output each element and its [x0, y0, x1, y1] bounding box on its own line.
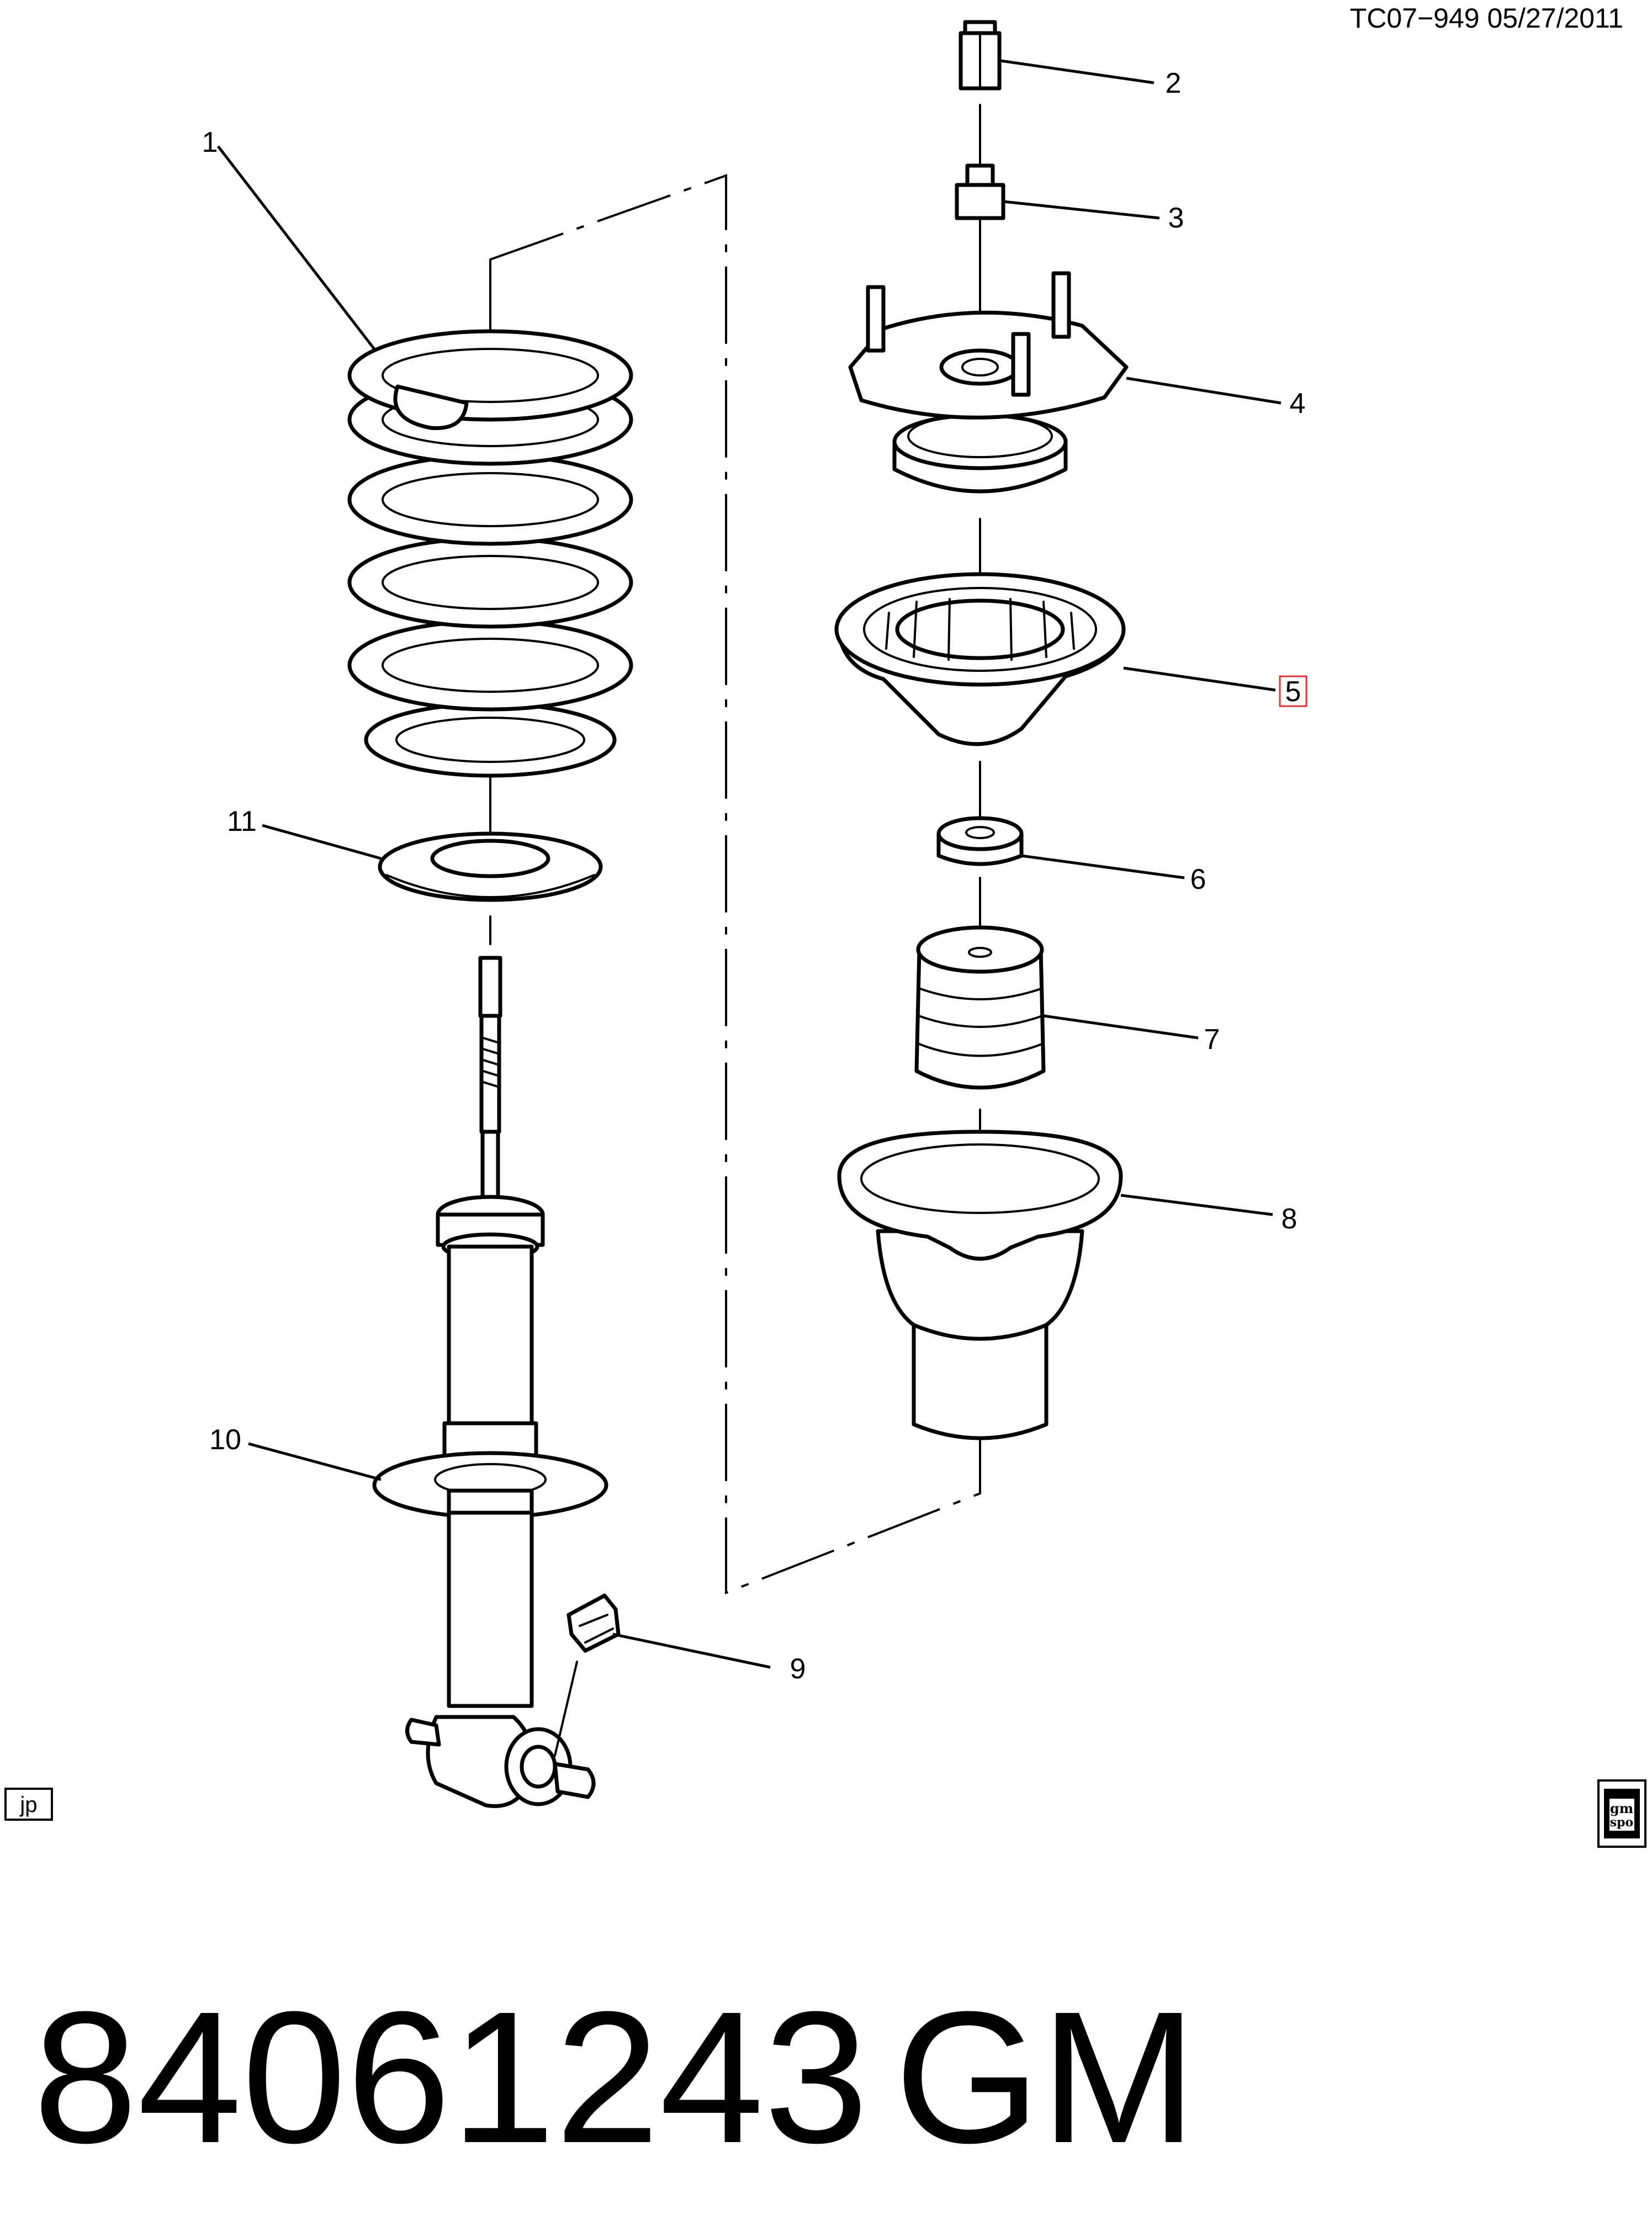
callout-4: 4: [1290, 388, 1306, 420]
callout-6: 6: [1190, 863, 1206, 895]
jp-tag-text: jp: [19, 1793, 37, 1817]
lower-seat-boot: [837, 1130, 1123, 1440]
brand-label: GM: [894, 1973, 1197, 2182]
part-number: 84061243: [33, 1973, 869, 2182]
callout-labels: 1 2 3 4 5 6 7 8 9 10 11: [202, 67, 1307, 1685]
logo-line-2: spo: [1610, 1815, 1633, 1830]
assembly-guide-line: [490, 174, 981, 1594]
jounce-bumper: [914, 925, 1046, 1090]
top-nut: [959, 20, 1002, 91]
gm-spo-logo: gm spo: [1597, 1779, 1646, 1848]
drawing-id-label: TC07−949 05/27/2011: [1350, 3, 1623, 34]
bushing: [936, 816, 1024, 866]
lock-nut: [955, 163, 1005, 220]
spring-insulator: [378, 831, 603, 902]
strut-mount: [848, 271, 1129, 494]
logo-line-1: gm: [1610, 1800, 1633, 1816]
upper-spring-seat: [834, 572, 1126, 746]
callout-3: 3: [1168, 202, 1184, 234]
callout-1: 1: [202, 126, 218, 158]
callout-5-highlight: 5: [1279, 675, 1307, 708]
leader-lines: [217, 59, 1282, 1669]
strut-assembly: [372, 956, 608, 1808]
callout-5: 5: [1285, 676, 1301, 708]
callout-8: 8: [1282, 1203, 1298, 1235]
coil-spring: [347, 329, 633, 778]
jp-tag: jp: [4, 1788, 53, 1821]
callout-2: 2: [1166, 67, 1182, 99]
retaining-clip: [566, 1593, 621, 1653]
callout-10: 10: [209, 1424, 241, 1456]
callout-11: 11: [227, 805, 257, 838]
callout-9: 9: [790, 1653, 806, 1685]
callout-7: 7: [1204, 1024, 1220, 1056]
